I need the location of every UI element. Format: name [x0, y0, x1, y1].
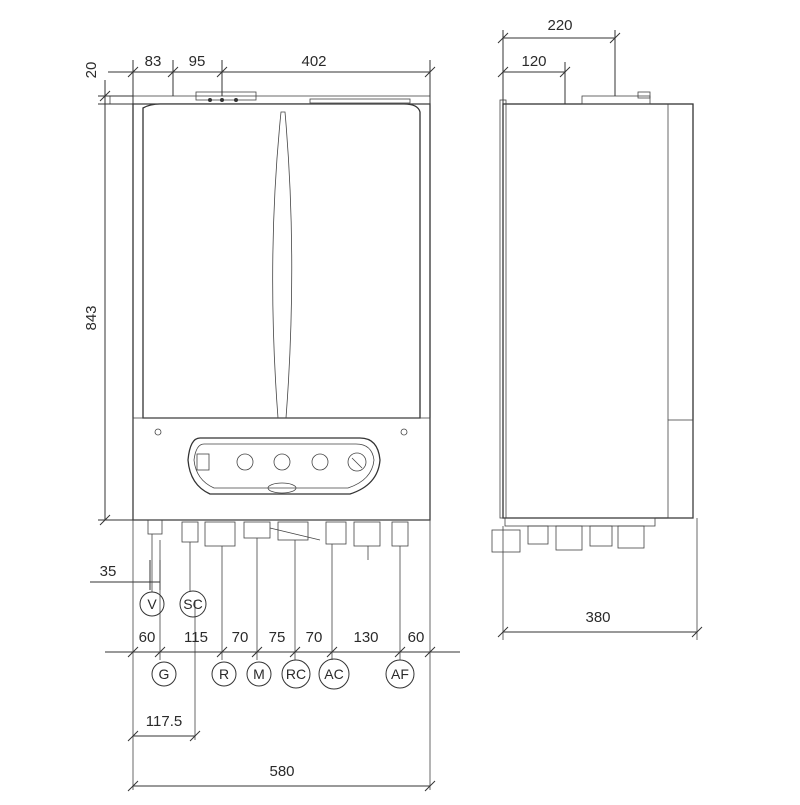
control-panel — [187, 437, 381, 495]
conn-v-circle — [139, 591, 165, 617]
dim-130: 130 — [353, 629, 378, 646]
dim-95: 95 — [189, 53, 206, 70]
dim-60-right: 60 — [408, 629, 425, 646]
conn-ac: AC — [324, 666, 343, 682]
conn-rc-circle — [281, 659, 311, 689]
front-cover — [142, 103, 421, 419]
dim-60-left: 60 — [139, 629, 156, 646]
dim-35: 35 — [100, 563, 117, 580]
control-section — [132, 417, 431, 521]
dim-402: 402 — [301, 53, 326, 70]
dim-115: 115 — [184, 629, 208, 646]
dim-83: 83 — [145, 53, 162, 70]
conn-sc: SC — [183, 596, 202, 612]
brand-logo-icon — [267, 482, 297, 494]
conn-rc: RC — [286, 666, 306, 682]
conn-r: R — [219, 666, 229, 682]
side-control-section — [667, 419, 694, 519]
conn-sc-circle — [179, 590, 207, 618]
power-switch-icon — [196, 453, 210, 471]
bottom-pipes — [147, 519, 409, 547]
conn-r-circle — [211, 661, 237, 687]
control-panel-inner — [193, 443, 375, 489]
dim-70-a: 70 — [232, 629, 249, 646]
conn-v: V — [147, 596, 157, 612]
dim-70-b: 70 — [306, 629, 323, 646]
dim-380: 380 — [585, 609, 610, 626]
front-dimensions: 83 95 402 20 843 35 — [83, 53, 460, 792]
bolt — [208, 98, 212, 102]
dim-120: 120 — [521, 53, 546, 70]
dim-75: 75 — [269, 629, 286, 646]
top-vent — [309, 98, 411, 104]
conn-g: G — [159, 666, 170, 682]
knob-icon — [273, 453, 291, 471]
dim-220: 220 — [547, 17, 572, 34]
pressure-gauge-icon — [347, 452, 367, 472]
connection-labels: V SC G R M RC AC AF — [139, 590, 415, 690]
conn-af-circle — [385, 659, 415, 689]
bolt — [234, 98, 238, 102]
conn-af: AF — [391, 666, 409, 682]
side-pipes — [491, 517, 656, 553]
screw — [400, 428, 408, 436]
knob-icon — [311, 453, 329, 471]
dim-843: 843 — [83, 305, 100, 330]
dim-117-5: 117.5 — [146, 713, 182, 730]
side-dimensions: 220 120 380 — [497, 17, 703, 640]
side-flue — [581, 95, 651, 105]
screw — [154, 428, 162, 436]
bolt — [220, 98, 224, 102]
dim-580: 580 — [269, 763, 294, 780]
dim-20: 20 — [83, 62, 100, 79]
side-casing — [502, 103, 694, 519]
conn-ac-circle — [318, 658, 350, 690]
flue-connector — [195, 91, 257, 101]
knob-icon — [236, 453, 254, 471]
front-view — [109, 91, 431, 547]
side-view — [491, 91, 694, 553]
conn-m: M — [253, 666, 265, 682]
conn-g-circle — [151, 661, 177, 687]
conn-m-circle — [246, 661, 272, 687]
